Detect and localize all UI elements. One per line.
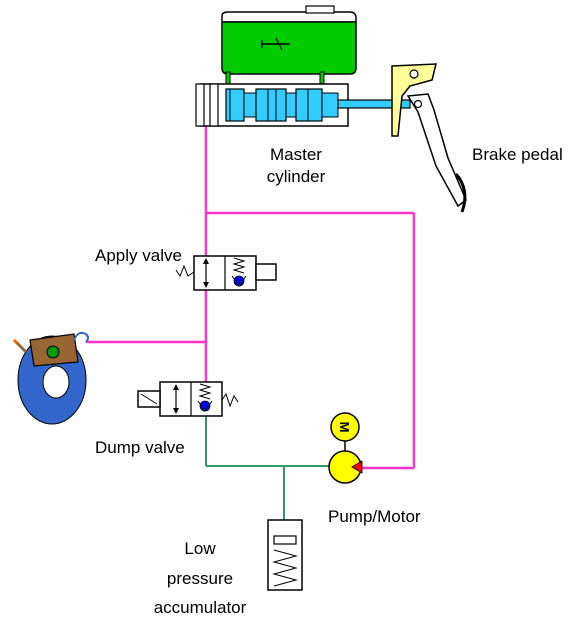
motor-letter: M xyxy=(337,422,352,433)
label-accumulator-line1: Low xyxy=(184,539,216,558)
low-pressure-lines xyxy=(205,414,330,520)
rotor-hub xyxy=(42,365,70,399)
pedal-arm xyxy=(406,93,467,208)
accumulator-piston xyxy=(273,535,297,545)
label-accumulator-line2: pressure xyxy=(167,569,233,588)
secondary-piston-seal xyxy=(225,88,245,122)
secondary-piston xyxy=(255,88,287,122)
reservoir-cap xyxy=(221,11,357,23)
dump-valve xyxy=(137,381,239,417)
apply-valve-check-spring xyxy=(232,257,246,274)
pump-direction-arrow xyxy=(351,460,363,474)
pedal-bracket xyxy=(391,63,437,137)
master-cylinder xyxy=(195,5,411,127)
dump-valve-check-spring xyxy=(198,383,212,400)
push-rod xyxy=(337,99,411,109)
accumulator-spring xyxy=(272,549,298,587)
primary-piston xyxy=(295,88,323,122)
apply-valve xyxy=(175,255,277,291)
low-pressure-accumulator xyxy=(267,519,303,591)
brake-pedal xyxy=(391,63,467,213)
bleeder-screw xyxy=(14,340,28,354)
pedal-pad xyxy=(454,173,467,213)
apply-valve-solenoid xyxy=(255,263,277,281)
pedal-pivot xyxy=(409,69,419,79)
fluid-reservoir xyxy=(221,21,357,75)
accumulator-body xyxy=(267,519,303,591)
label-brake-pedal: Brake pedal xyxy=(472,145,563,164)
high-pressure-lines xyxy=(86,125,416,470)
wheel-brake xyxy=(12,331,89,425)
label-accumulator-line3: accumulator xyxy=(154,598,247,617)
dump-valve-return-spring xyxy=(221,392,239,408)
caliper-piston xyxy=(46,345,60,359)
label-pump-motor: Pump/Motor xyxy=(328,507,421,526)
apply-valve-return-spring xyxy=(175,264,195,278)
label-master-cylinder-line1: Master xyxy=(270,145,322,164)
labels: Master cylinder Brake pedal Apply valve … xyxy=(95,145,563,617)
pump-motor: M xyxy=(328,412,363,484)
reservoir-cap-knob xyxy=(305,5,335,14)
brake-hose xyxy=(73,331,89,343)
pedal-clevis xyxy=(413,99,423,109)
label-master-cylinder-line2: cylinder xyxy=(267,167,326,186)
label-dump-valve: Dump valve xyxy=(95,438,185,457)
label-apply-valve: Apply valve xyxy=(95,246,182,265)
